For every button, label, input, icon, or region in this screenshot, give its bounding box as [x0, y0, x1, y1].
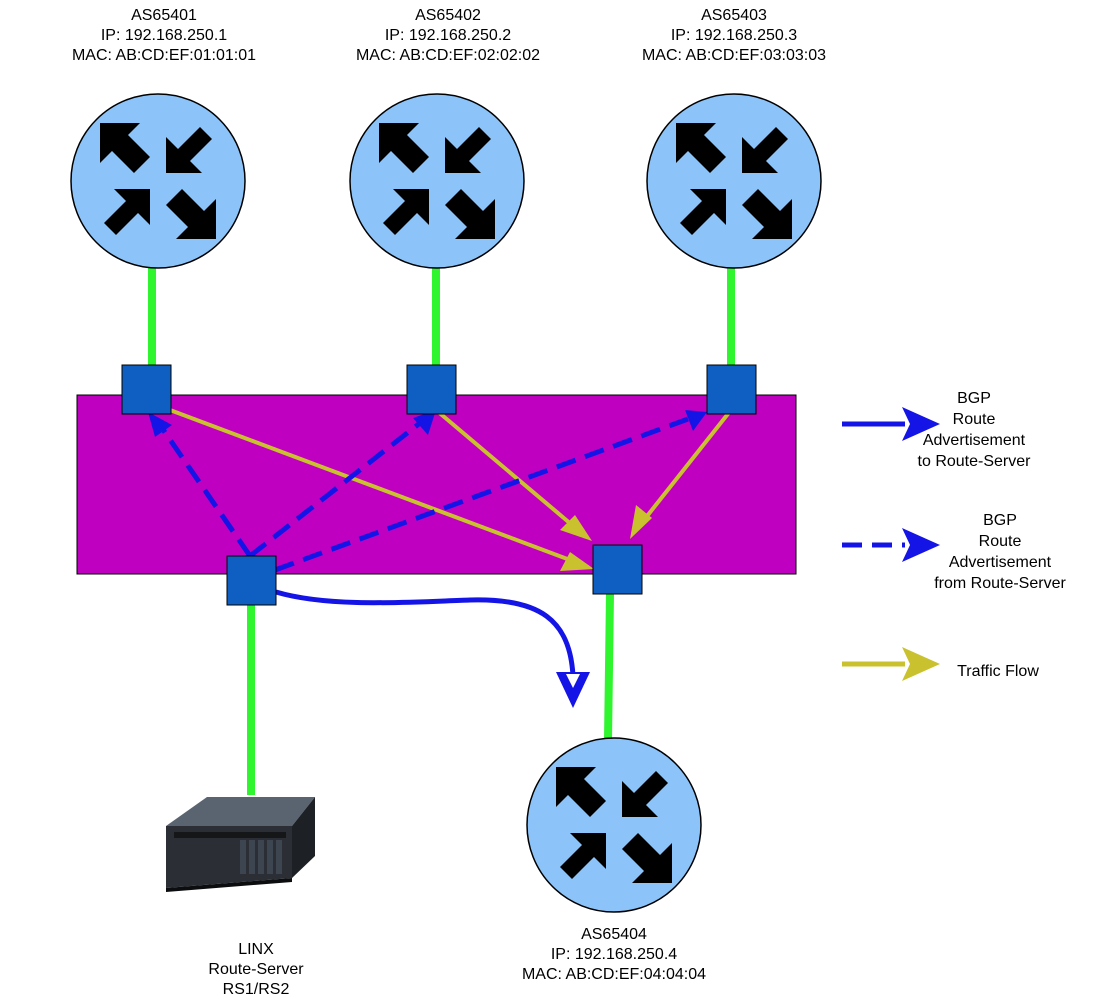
router-as65403	[646, 93, 822, 269]
port-route-server	[226, 555, 277, 606]
port-as65401	[121, 364, 172, 415]
traffic-flow-arrows	[169, 408, 733, 565]
links	[148, 268, 735, 795]
legend-label-bgp-to-rs: BGP Route Advertisement to Route-Server	[917, 390, 1031, 470]
link-as65404	[604, 593, 614, 741]
legend	[842, 407, 940, 681]
server-icon	[166, 797, 315, 892]
port-as65403	[706, 364, 757, 415]
mac-address: MAC: AB:CD:EF:04:04:04	[521, 966, 707, 983]
traffic-arrowheads	[560, 505, 652, 571]
router-as65402	[349, 93, 525, 269]
label-as65403: AS65403 IP: 192.168.250.3 MAC: AB:CD:EF:…	[628, 6, 840, 66]
port-as65402	[406, 364, 457, 415]
legend-label-traffic-flow: Traffic Flow	[957, 663, 1039, 680]
label-route-server: LINX Route-Server RS1/RS2	[186, 940, 326, 1000]
as-number: AS65402	[415, 7, 481, 24]
ip-address: IP: 192.168.250.4	[550, 946, 678, 963]
route-server-ids: RS1/RS2	[222, 981, 290, 998]
as-number: AS65403	[701, 7, 767, 24]
as-number: AS65401	[131, 7, 197, 24]
mac-address: MAC: AB:CD:EF:03:03:03	[641, 47, 827, 64]
router-as65404	[526, 737, 702, 913]
switch-ports	[121, 364, 757, 606]
bgp-to-as65404-arrow	[275, 589, 576, 677]
mac-address: MAC: AB:CD:EF:02:02:02	[355, 47, 541, 64]
mac-address: MAC: AB:CD:EF:01:01:01	[71, 47, 257, 64]
label-as65404: AS65404 IP: 192.168.250.4 MAC: AB:CD:EF:…	[508, 925, 720, 985]
ip-address: IP: 192.168.250.2	[384, 27, 512, 44]
legend-label-bgp-from-rs: BGP Route Advertisement from Route-Serve…	[934, 512, 1066, 592]
route-server-type: Route-Server	[208, 961, 304, 978]
bgp-from-route-server-arrows	[159, 416, 689, 573]
as-number: AS65404	[581, 926, 647, 943]
switch-fabric	[76, 394, 797, 575]
route-server-name: LINX	[238, 941, 274, 958]
ip-address: IP: 192.168.250.1	[100, 27, 228, 44]
port-as65404	[592, 544, 643, 595]
ip-address: IP: 192.168.250.3	[670, 27, 798, 44]
label-as65401: AS65401 IP: 192.168.250.1 MAC: AB:CD:EF:…	[58, 6, 270, 66]
bgp-solid-arrowhead	[556, 672, 590, 708]
label-as65402: AS65402 IP: 192.168.250.2 MAC: AB:CD:EF:…	[342, 6, 554, 66]
router-as65401	[70, 93, 246, 269]
bgp-dashed-arrowheads	[148, 410, 707, 437]
